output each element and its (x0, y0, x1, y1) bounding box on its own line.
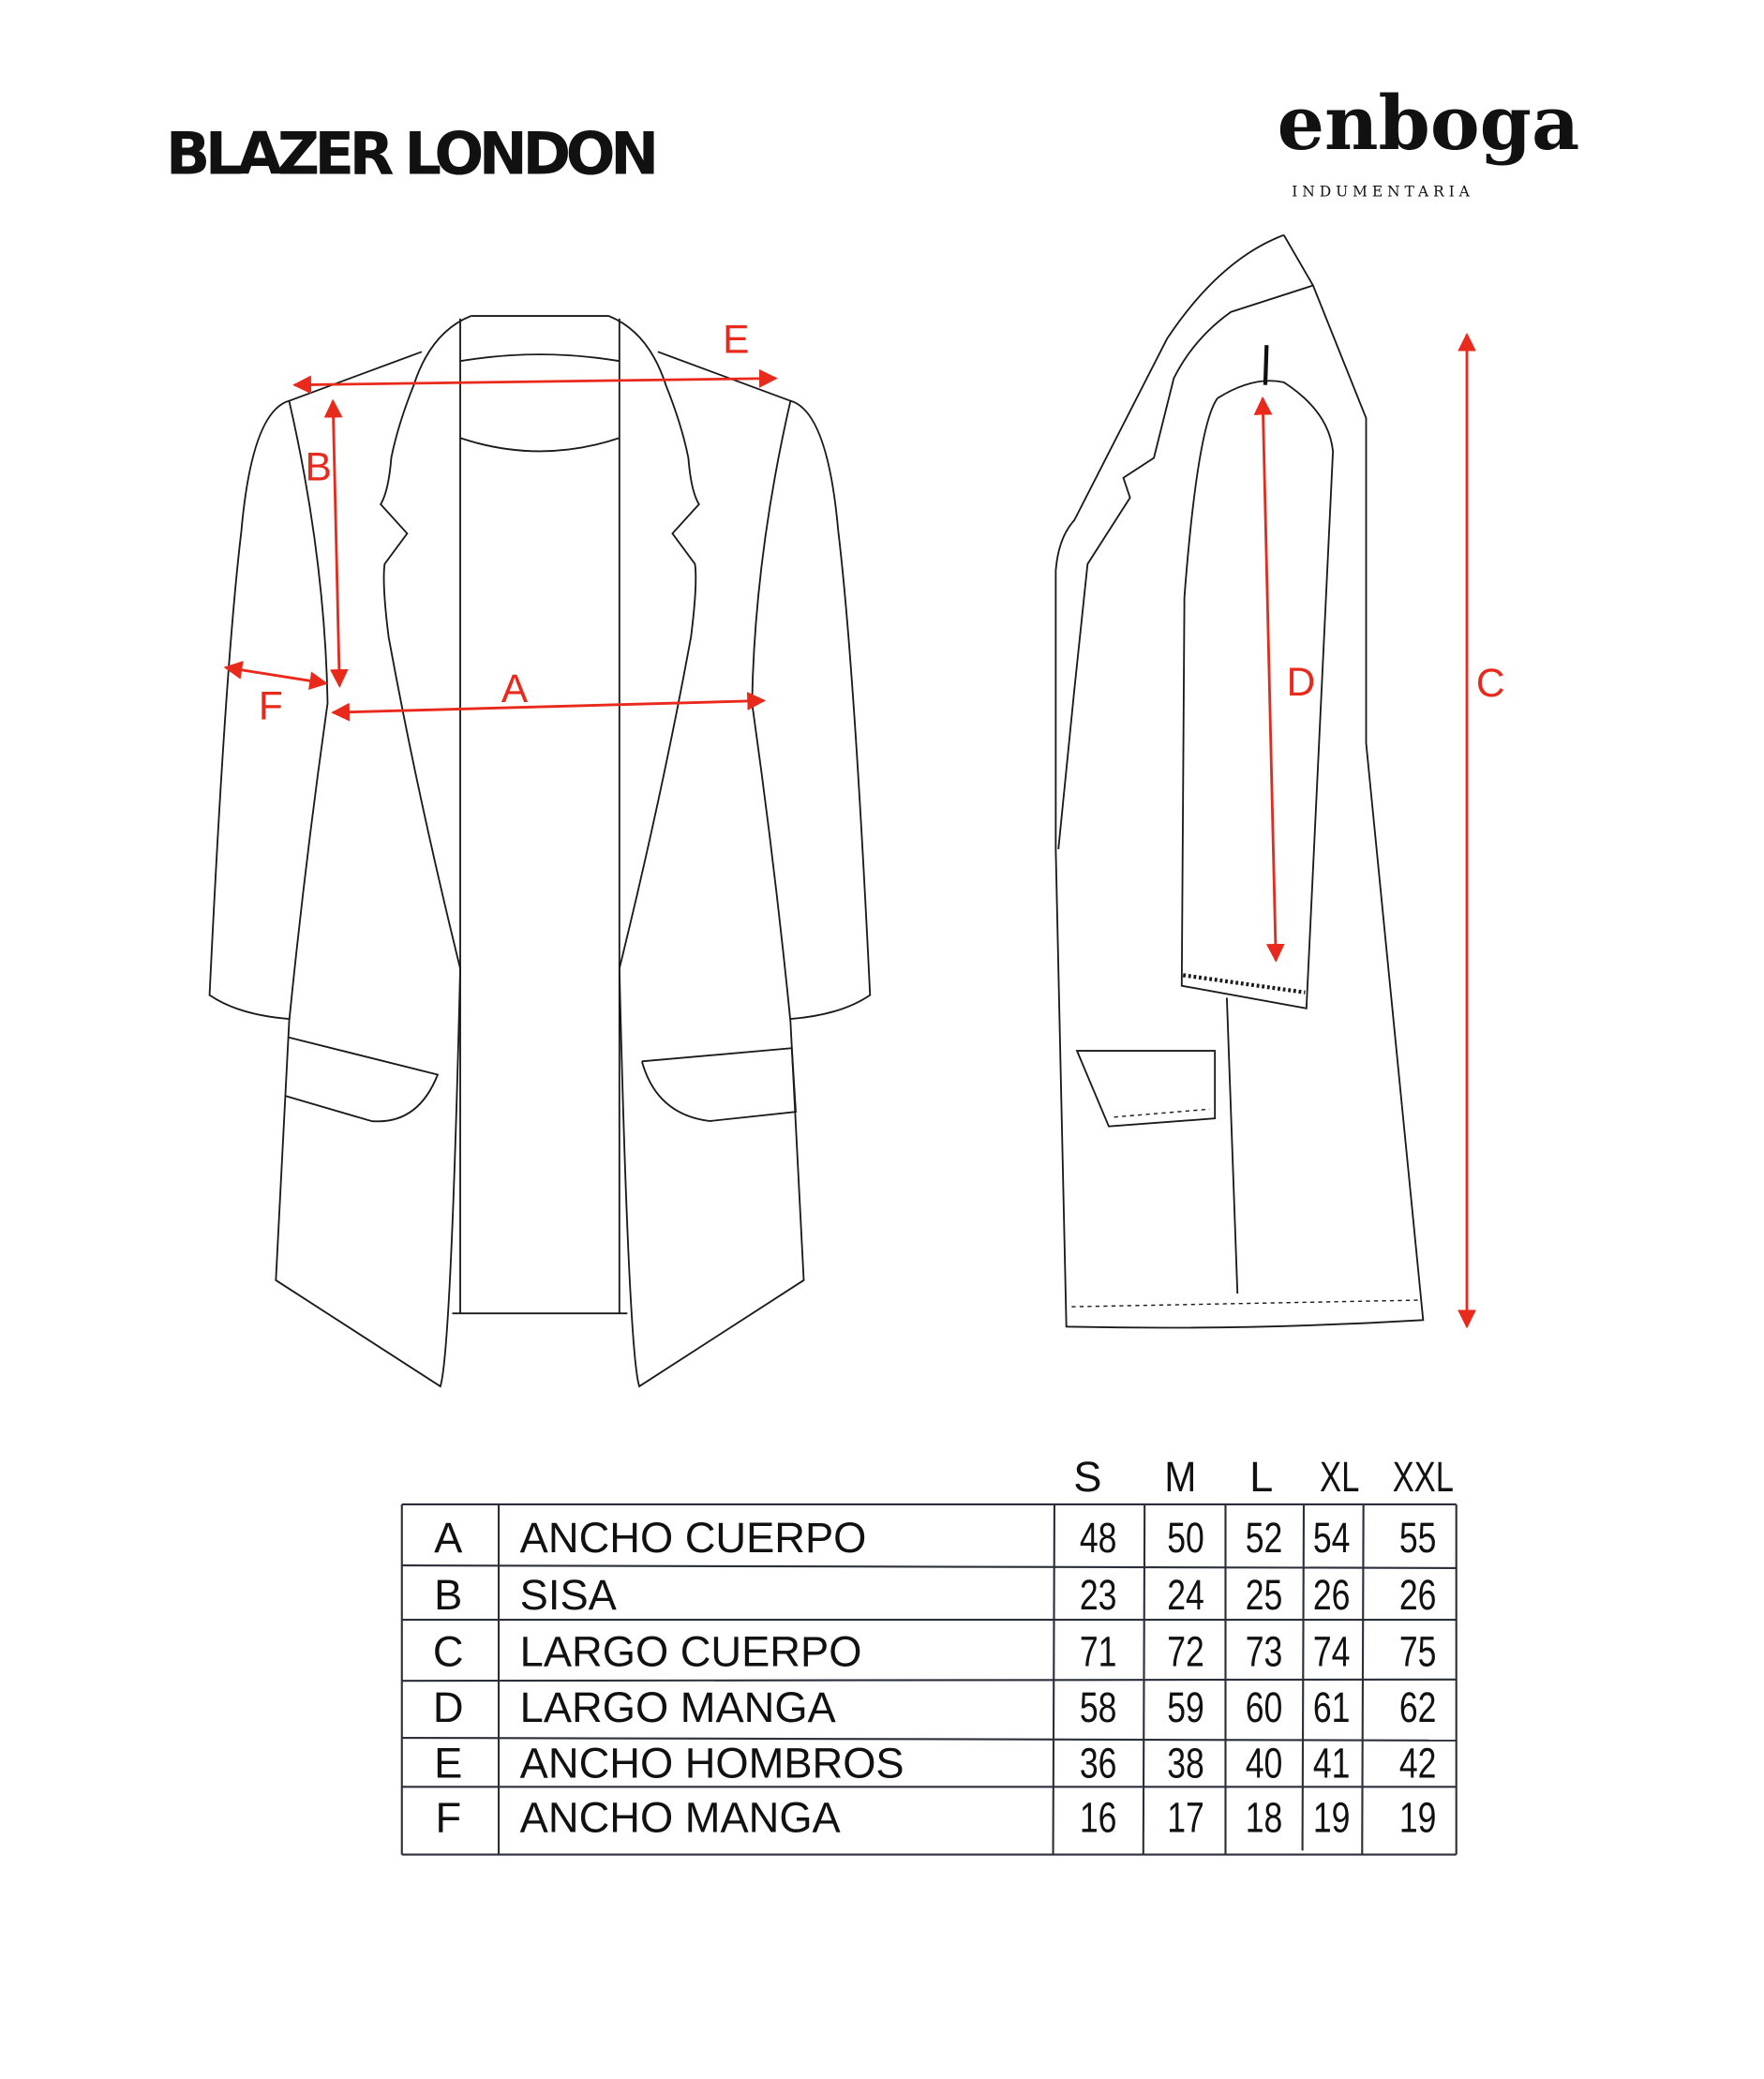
table-row: A ANCHO CUERPO 48 50 52 54 55 (434, 1514, 1436, 1562)
row-name: SISA (520, 1571, 618, 1619)
cell-m: 38 (1167, 1739, 1204, 1787)
left-pocket (284, 1036, 440, 1123)
row-code: B (434, 1571, 462, 1619)
table-row: B SISA 23 24 25 26 26 (434, 1571, 1436, 1619)
arrow-f (223, 661, 329, 691)
cell-l: 60 (1246, 1683, 1283, 1731)
cell-s: 58 (1080, 1683, 1117, 1731)
row-code: C (433, 1628, 464, 1676)
cell-xxl: 75 (1399, 1628, 1437, 1676)
size-header: S M L XL XXL (1073, 1453, 1454, 1501)
cell-xl: 54 (1313, 1514, 1351, 1562)
size-header-m: M (1164, 1453, 1196, 1501)
cell-m: 24 (1167, 1571, 1204, 1619)
pocket-stitch (1114, 1108, 1210, 1118)
size-header-xl: XL (1320, 1453, 1359, 1501)
cell-m: 59 (1167, 1683, 1204, 1731)
table-row: C LARGO CUERPO 71 72 73 74 75 (433, 1628, 1437, 1676)
cell-s: 16 (1080, 1793, 1117, 1841)
label-e: E (723, 318, 749, 362)
row-code: A (434, 1514, 463, 1562)
cell-l: 73 (1246, 1628, 1283, 1676)
shoulder-mark (1263, 345, 1269, 385)
row-name: LARGO CUERPO (520, 1628, 862, 1676)
side-collar (1057, 284, 1314, 850)
cell-s: 71 (1080, 1628, 1117, 1676)
cell-s: 23 (1080, 1571, 1117, 1619)
cell-xl: 19 (1313, 1793, 1351, 1841)
arrow-e (292, 368, 778, 395)
logo-wordmark: enboga (1278, 80, 1580, 167)
table-row: E ANCHO HOMBROS 36 38 40 41 42 (434, 1739, 1436, 1787)
cell-s: 36 (1080, 1739, 1117, 1787)
front-seam (1225, 997, 1239, 1294)
size-table: S M L XL XXL A ANCHO CUERPO 48 50 52 54 55B SIS… (400, 1453, 1458, 1856)
table-row: F ANCHO MANGA 16 17 18 19 19 (435, 1793, 1436, 1841)
size-header-xxl: XXL (1393, 1453, 1454, 1501)
cell-xxl: 62 (1399, 1683, 1437, 1731)
cell-xxl: 26 (1399, 1571, 1437, 1619)
blazer-side-drawing (1054, 233, 1425, 1329)
side-pocket (1075, 1050, 1217, 1128)
cell-l: 40 (1246, 1739, 1283, 1787)
cell-m: 17 (1167, 1793, 1204, 1841)
row-name: ANCHO MANGA (520, 1793, 842, 1841)
cell-m: 50 (1167, 1514, 1204, 1562)
cell-xl: 41 (1313, 1739, 1351, 1787)
cell-xl: 61 (1313, 1683, 1351, 1731)
cell-l: 25 (1246, 1571, 1283, 1619)
label-b: B (305, 445, 331, 489)
right-body (618, 351, 805, 1388)
row-name: LARGO MANGA (520, 1683, 837, 1731)
right-sleeve (790, 399, 872, 1020)
inner-shirt (452, 315, 628, 1315)
row-code: D (433, 1683, 464, 1731)
size-header-s: S (1073, 1453, 1101, 1501)
row-code: F (435, 1793, 461, 1841)
arrow-a (331, 692, 767, 722)
cell-l: 52 (1246, 1514, 1283, 1562)
arrow-d (1253, 396, 1285, 963)
page-title: BLAZER LONDON (166, 120, 659, 188)
measurement-arrows: A B C D E F (223, 318, 1505, 1329)
cell-xxl: 42 (1399, 1739, 1437, 1787)
left-lapel (379, 315, 471, 969)
cell-l: 18 (1246, 1793, 1283, 1841)
label-a: A (501, 666, 529, 710)
row-code: E (434, 1739, 462, 1787)
table-row: D LARGO MANGA 58 59 60 61 62 (433, 1683, 1437, 1731)
side-body (1054, 233, 1425, 1329)
size-header-l: L (1249, 1453, 1273, 1501)
arrow-b (323, 398, 349, 688)
brand-logo: enboga INDUMENTARIA (1278, 80, 1580, 201)
cell-m: 72 (1167, 1628, 1204, 1676)
label-d: D (1287, 660, 1316, 704)
label-f: F (259, 683, 283, 727)
right-lapel (608, 315, 700, 969)
cell-xl: 26 (1313, 1571, 1351, 1619)
table-grid (400, 1503, 1458, 1856)
row-name: ANCHO HOMBROS (520, 1739, 904, 1787)
cell-s: 48 (1080, 1514, 1117, 1562)
cuff-stitch (1182, 973, 1306, 995)
hem-stitch (1071, 1299, 1420, 1308)
cell-xxl: 55 (1399, 1514, 1437, 1562)
row-name: ANCHO CUERPO (520, 1514, 867, 1562)
right-pocket (640, 1047, 797, 1122)
label-c: C (1476, 661, 1505, 705)
logo-tagline: INDUMENTARIA (1292, 184, 1477, 201)
left-body (275, 351, 461, 1388)
cell-xxl: 19 (1399, 1793, 1437, 1841)
cell-xl: 74 (1313, 1628, 1351, 1676)
